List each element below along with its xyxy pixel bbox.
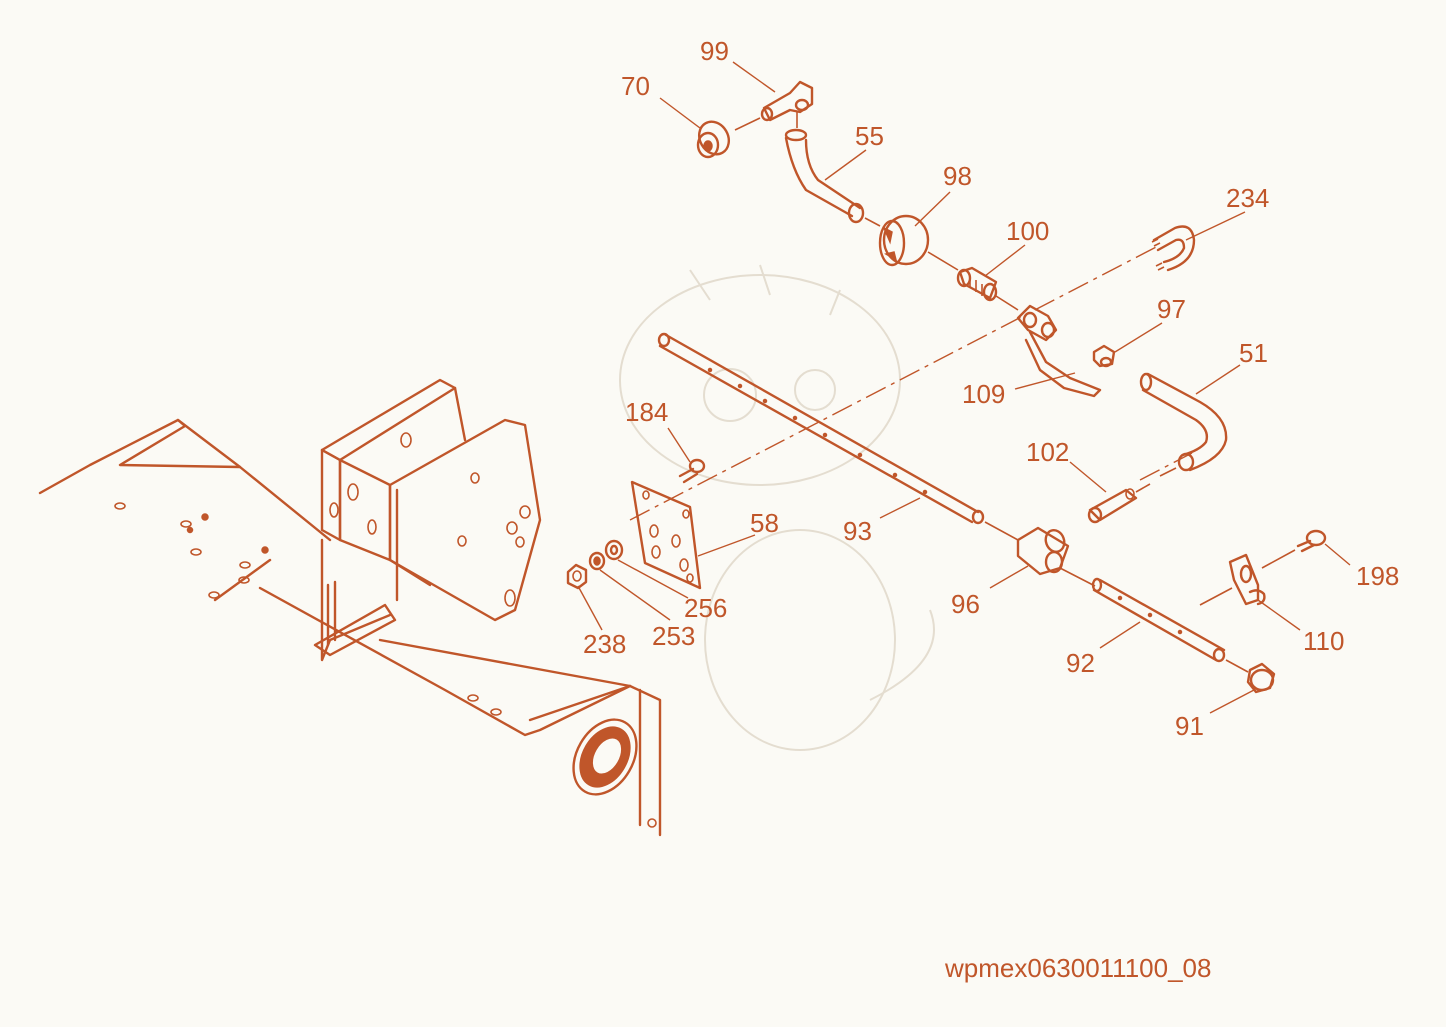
- callout-256: 256: [684, 593, 727, 623]
- u-bolt-234: [1151, 225, 1196, 272]
- callout-109: 109: [962, 379, 1005, 409]
- callout-58: 58: [750, 508, 779, 538]
- callout-253: 253: [652, 621, 695, 651]
- callout-91: 91: [1175, 711, 1204, 741]
- hose-51: [1139, 372, 1228, 477]
- clamp-110: [1199, 553, 1266, 606]
- frame-assembly: [38, 378, 662, 837]
- elbow-99: [760, 80, 814, 128]
- cap-70: [696, 117, 761, 159]
- rod-92: [1091, 577, 1226, 663]
- hose-55: [784, 128, 881, 227]
- drawing-code: wpmex0630011100_08: [944, 953, 1211, 983]
- rod-93: [657, 332, 985, 525]
- callout-184: 184: [625, 397, 668, 427]
- mounting-plate: [566, 458, 706, 590]
- callout-110: 110: [1303, 626, 1344, 656]
- fitting-97: [1092, 344, 1116, 368]
- bearing-ring: [572, 718, 638, 796]
- nipple-100: [956, 266, 1019, 311]
- cap-91: [1225, 659, 1276, 694]
- callout-92: 92: [1066, 648, 1095, 678]
- callout-55: 55: [855, 121, 884, 151]
- callout-198: 198: [1356, 561, 1399, 591]
- lever-109: [1016, 304, 1102, 398]
- callout-238: 238: [583, 629, 626, 659]
- callout-100: 100: [1006, 216, 1049, 246]
- bolt-184: [678, 458, 706, 484]
- callout-93: 93: [843, 516, 872, 546]
- base-holes: [114, 502, 502, 716]
- callout-51: 51: [1239, 338, 1268, 368]
- callout-99: 99: [700, 36, 729, 66]
- callout-97: 97: [1157, 294, 1186, 324]
- callout-98: 98: [943, 161, 972, 191]
- callout-70: 70: [621, 71, 650, 101]
- callout-96: 96: [951, 589, 980, 619]
- center-lines: [629, 244, 1193, 521]
- bushing-102: [1087, 483, 1151, 524]
- valve-98: [878, 214, 959, 271]
- leader-lines: [577, 61, 1351, 714]
- screw-198: [1261, 529, 1327, 569]
- callout-234: 234: [1226, 183, 1269, 213]
- callouts: 99 70 55 98 100 234 97 51 109 184 58 93 …: [583, 36, 1399, 741]
- tee-96: [984, 521, 1096, 587]
- callout-102: 102: [1026, 437, 1069, 467]
- rod-holes: [707, 367, 928, 495]
